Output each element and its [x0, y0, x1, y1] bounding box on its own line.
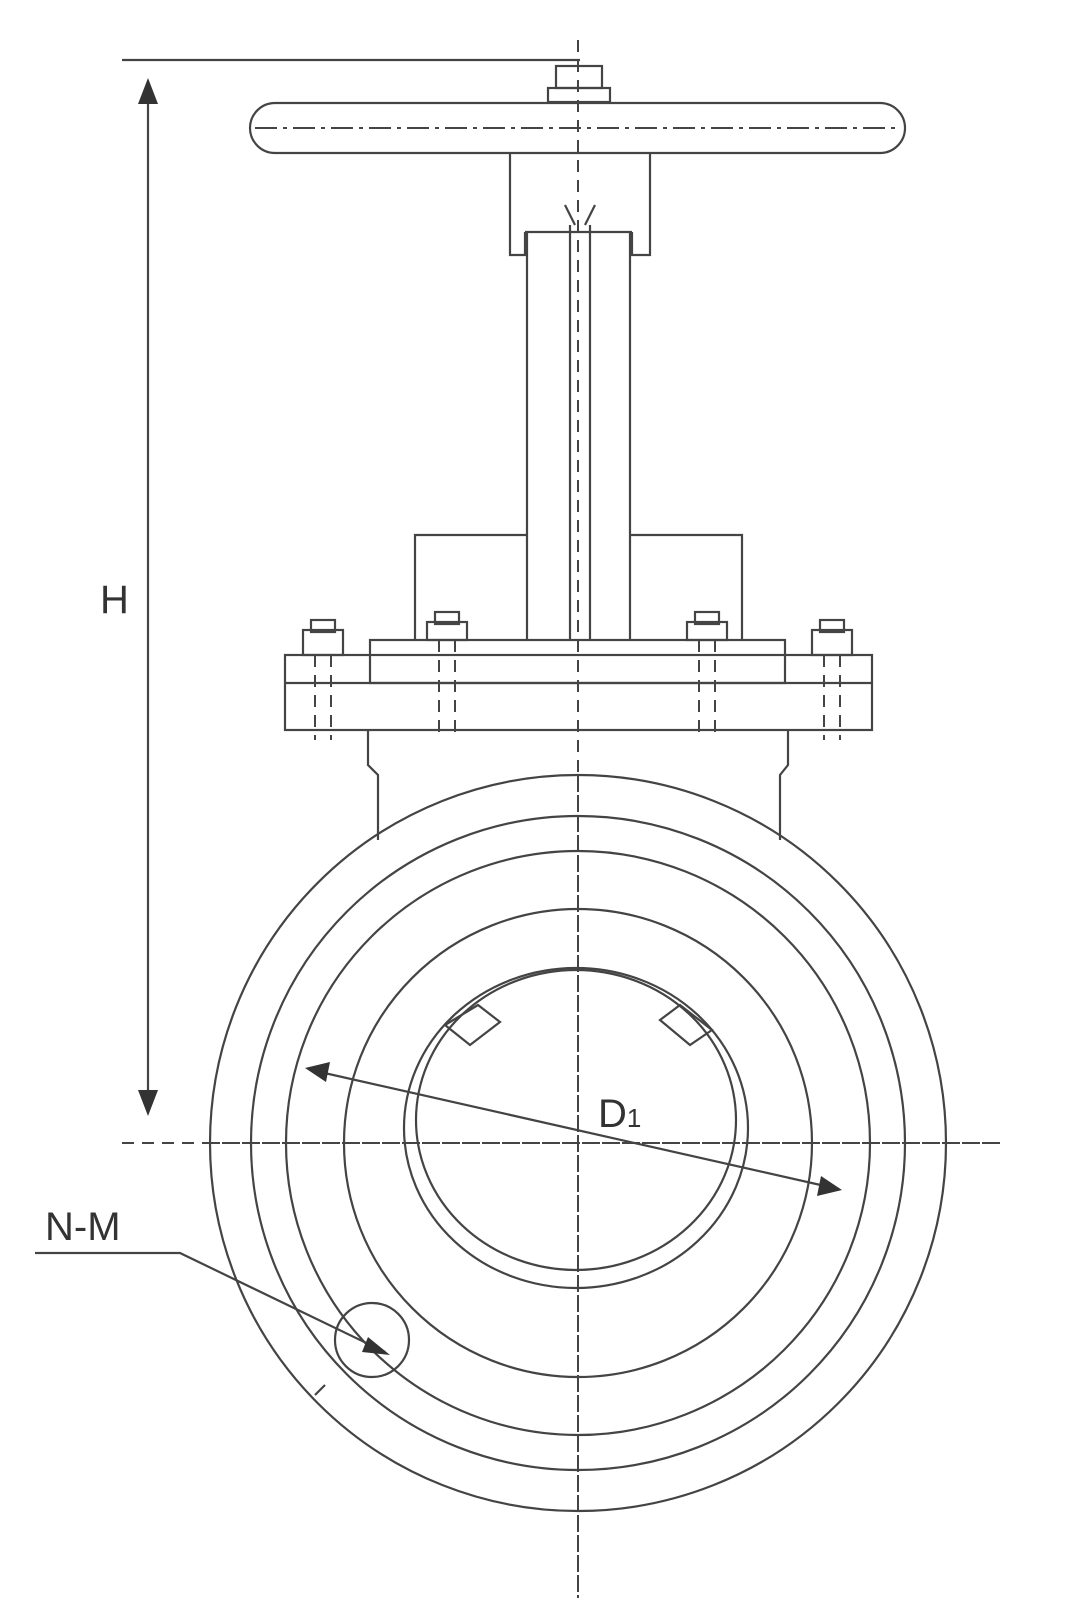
diameter-label-main: D	[598, 1092, 627, 1136]
diameter-label-sub: 1	[626, 1103, 642, 1133]
height-dimension	[138, 78, 158, 1116]
d1-dimension	[305, 1062, 842, 1196]
handwheel	[248, 101, 907, 155]
diameter-label: D1	[598, 1092, 641, 1137]
bonnet	[283, 533, 874, 732]
stem	[525, 225, 632, 640]
body-neck	[366, 730, 790, 840]
bolt-hole-leader	[35, 1251, 411, 1396]
bolts-label: N-M	[45, 1205, 121, 1249]
yoke	[508, 153, 652, 257]
flange-bolts	[301, 610, 854, 740]
bore	[402, 966, 750, 1290]
height-label: H	[100, 578, 129, 622]
